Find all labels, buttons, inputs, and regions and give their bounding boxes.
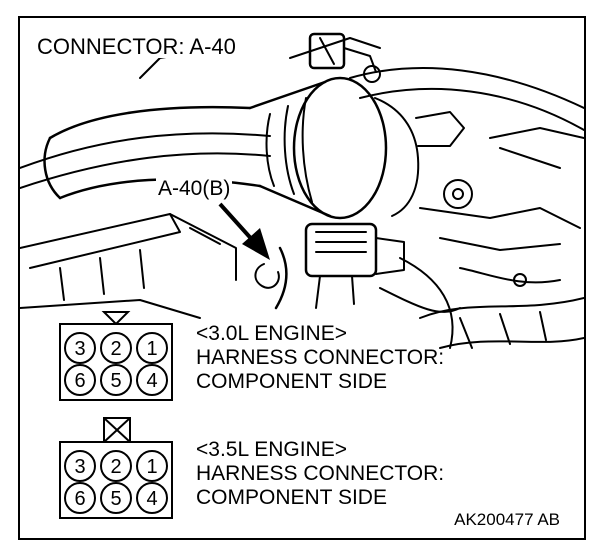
figure-code: AK200477 AB: [454, 510, 560, 529]
connector-3-0l: 3 2 1 6 5 4: [59, 311, 173, 401]
pin-6-3l: 6: [74, 370, 85, 392]
engine-3-5l-caption: <3.5L ENGINE> HARNESS CONNECTOR: COMPONE…: [196, 438, 444, 510]
pin-5-3l: 5: [110, 370, 121, 392]
pin-2-3l: 2: [110, 338, 121, 360]
pin-3-35l: 3: [74, 456, 85, 478]
pin-5-35l: 5: [110, 488, 121, 510]
engine-bay-illustration: 3 2 1 6 5 4 3 2 1 6 5 4: [20, 32, 584, 519]
callout-arrow: [218, 202, 270, 260]
engine-3-5l-line1: HARNESS CONNECTOR:: [196, 462, 445, 485]
pin-6-35l: 6: [74, 488, 85, 510]
diagram-frame: 3 2 1 6 5 4 3 2 1 6 5 4 CONNECTOR: A-: [18, 16, 586, 540]
pin-1-3l: 1: [146, 338, 157, 360]
pin-1-35l: 1: [146, 456, 157, 478]
engine-3-0l-header: <3.0L ENGINE>: [196, 322, 347, 345]
connector-3-5l: 3 2 1 6 5 4: [59, 417, 173, 519]
pin-4-3l: 4: [146, 370, 157, 392]
pin-4-35l: 4: [146, 488, 157, 510]
engine-3-0l-line1: HARNESS CONNECTOR:: [196, 346, 445, 369]
engine-3-5l-line2: COMPONENT SIDE: [196, 486, 387, 509]
pin-2-35l: 2: [110, 456, 121, 478]
engine-3-0l-line2: COMPONENT SIDE: [196, 370, 387, 393]
engine-3-5l-header: <3.5L ENGINE>: [196, 438, 347, 461]
connector-callout-label: A-40(B): [156, 177, 233, 200]
engine-3-0l-caption: <3.0L ENGINE> HARNESS CONNECTOR: COMPONE…: [196, 322, 444, 394]
connector-title: CONNECTOR: A-40: [34, 36, 239, 58]
pin-3-3l: 3: [74, 338, 85, 360]
